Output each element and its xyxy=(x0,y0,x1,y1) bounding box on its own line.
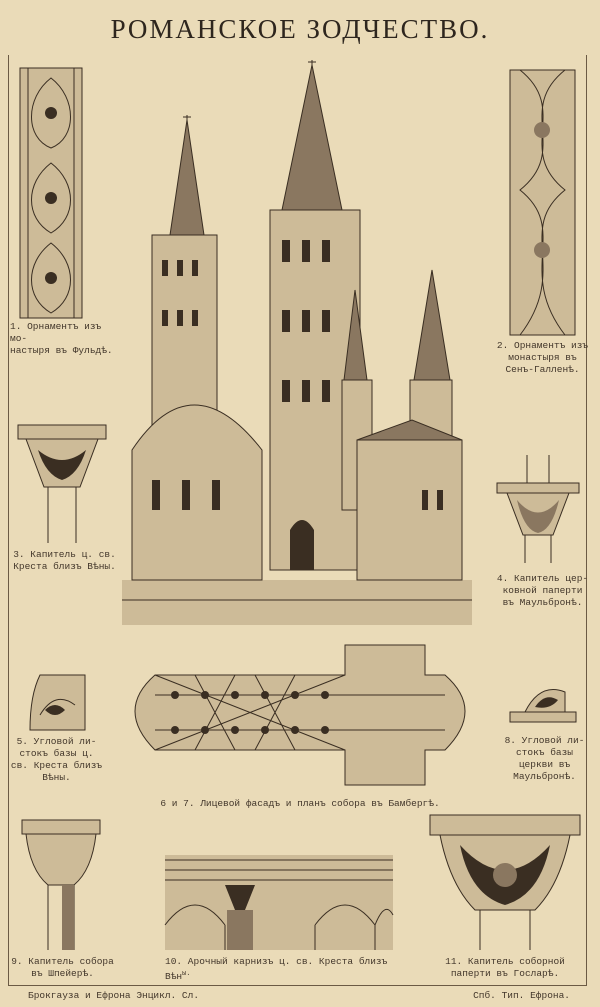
footer-printer: Спб. Тип. Ефрона. xyxy=(473,990,570,1001)
capital-maulbronn-illustration xyxy=(496,455,580,563)
caption-line: 1. Орнаментъ изъ мо- xyxy=(10,321,102,344)
caption-fig-10: 10. Арочный карнизъ ц. св. Креста близъ … xyxy=(165,956,405,983)
caption-line: 2. Орнаментъ изъ xyxy=(496,340,589,351)
plate-title: РОМАНСКОЕ ЗОДЧЕСТВО. xyxy=(110,14,490,44)
caption-superscript: ы. xyxy=(182,970,191,978)
caption-line: 4. Капитель цер- xyxy=(496,573,589,584)
caption-fig-11: 11. Капитель соборной паперти въ Госларѣ… xyxy=(440,956,570,980)
caption-fig-1: 1. Орнаментъ изъ мо- настыря въ Фульдѣ. xyxy=(10,321,115,357)
caption-line: церкви въ xyxy=(518,759,571,770)
caption-line: Маульбронѣ. xyxy=(513,771,576,782)
bamberg-cathedral-plan-illustration xyxy=(134,644,466,786)
caption-fig-5: 5. Угловой ли- стокъ базы ц. св. Креста … xyxy=(4,736,109,784)
caption-fig-3: 3. Капитель ц. св. Креста близъ Вѣны. xyxy=(12,549,117,573)
bamberg-cathedral-facade-illustration xyxy=(122,60,472,625)
caption-line: 6 и 7. Лицевой фасадъ и планъ собора въ … xyxy=(160,798,440,809)
caption-line: 3. Капитель ц. св. xyxy=(13,549,116,560)
caption-line: 11. Капитель соборной xyxy=(445,956,565,967)
caption-line: паперти въ Госларѣ. xyxy=(450,968,560,979)
caption-line: 10. Арочный карнизъ ц. св. Креста близъ … xyxy=(165,956,388,983)
caption-line: настыря въ Фульдѣ. xyxy=(10,345,113,356)
capital-heiligenkreuz-illustration xyxy=(17,424,107,543)
caption-line: 5. Угловой ли- xyxy=(16,736,97,747)
caption-fig-4: 4. Капитель цер- ковной паперти въ Мауль… xyxy=(490,573,595,609)
caption-line: 9. Капитель собора xyxy=(11,956,114,967)
caption-line: стокъ базы ц. xyxy=(19,748,94,759)
caption-line: Сенъ-Галленѣ. xyxy=(505,364,580,375)
caption-line: Креста близъ Вѣны. xyxy=(13,561,116,572)
corner-leaf-heiligenkreuz-illustration xyxy=(29,674,86,731)
corner-leaf-maulbronn-illustration xyxy=(509,689,577,723)
capital-goslar-illustration xyxy=(429,814,581,950)
caption-line: стокъ базы xyxy=(515,747,573,758)
caption-line: ковной паперти xyxy=(502,585,583,596)
footer-publisher: Брокгауза и Ефрона Энцикл. Сл. xyxy=(28,990,200,1001)
arched-cornice-illustration xyxy=(164,855,394,950)
caption-line: св. Креста близъ xyxy=(10,760,103,771)
caption-line: въ Шпейерѣ. xyxy=(31,968,94,979)
caption-line: монастыря въ xyxy=(508,352,577,363)
caption-fig-6-7: 6 и 7. Лицевой фасадъ и планъ собора въ … xyxy=(120,798,480,810)
caption-fig-2: 2. Орнаментъ изъ монастыря въ Сенъ-Галле… xyxy=(490,340,595,376)
caption-line: 8. Угловой ли- xyxy=(504,735,585,746)
ornament-fulda-illustration xyxy=(19,67,83,319)
caption-line: Вѣны. xyxy=(42,772,71,783)
capital-speyer-illustration xyxy=(21,819,101,950)
ornament-st-gallen-illustration xyxy=(509,69,576,336)
caption-fig-8: 8. Угловой ли- стокъ базы церкви въ Маул… xyxy=(492,735,597,783)
caption-line: въ Маульбронѣ. xyxy=(502,597,583,608)
caption-fig-9: 9. Капитель собора въ Шпейерѣ. xyxy=(10,956,115,980)
plate-frame xyxy=(8,55,587,986)
